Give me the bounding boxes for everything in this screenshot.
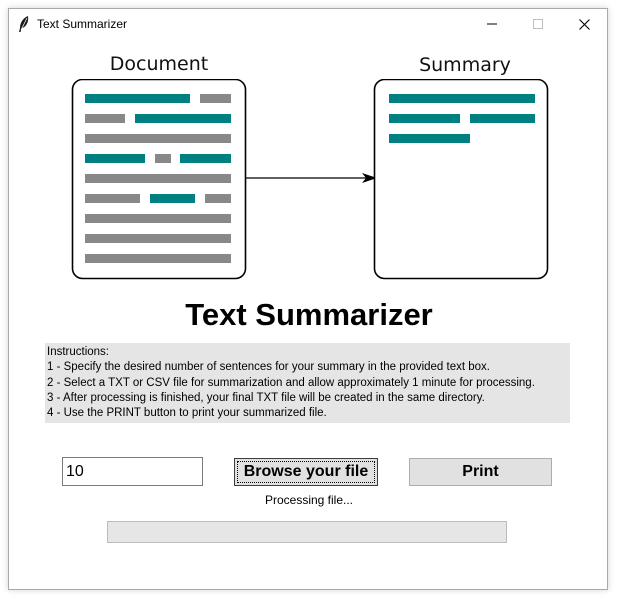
minimize-icon [487,23,497,25]
arrow-icon [245,173,377,183]
sentence-count-input[interactable] [62,457,203,486]
minimize-button[interactable] [469,9,515,39]
instructions-line: 4 - Use the PRINT button to print your s… [47,407,327,420]
feather-icon [19,16,29,32]
summarize-illustration [71,79,549,280]
close-button[interactable] [561,9,607,39]
maximize-icon [533,19,543,29]
app-window: Text Summarizer Document Summary [8,8,608,590]
maximize-button[interactable] [515,9,561,39]
browse-file-button[interactable]: Browse your file [234,458,378,486]
progress-bar [107,521,507,543]
print-button[interactable]: Print [409,458,552,486]
document-illustration [71,79,247,280]
instructions-line: 1 - Specify the desired number of senten… [47,361,490,374]
summary-caption: Summary [419,54,511,76]
title-bar: Text Summarizer [9,9,607,39]
summary-illustration [373,79,549,280]
print-label: Print [462,463,499,480]
main-content: Document Summary [9,39,607,591]
page-title: Text Summarizer [185,297,433,332]
browse-file-label: Browse your file [243,463,369,480]
instructions-line: 3 - After processing is finished, your f… [47,391,485,404]
instructions-line: Instructions: [47,346,109,358]
instructions-line: 2 - Select a TXT or CSV file for summari… [47,376,535,389]
instructions-box: Instructions: 1 - Specify the desired nu… [45,343,570,423]
close-icon [578,18,590,30]
status-text: Processing file... [264,493,354,507]
window-title: Text Summarizer [37,17,128,31]
document-caption: Document [109,53,209,75]
